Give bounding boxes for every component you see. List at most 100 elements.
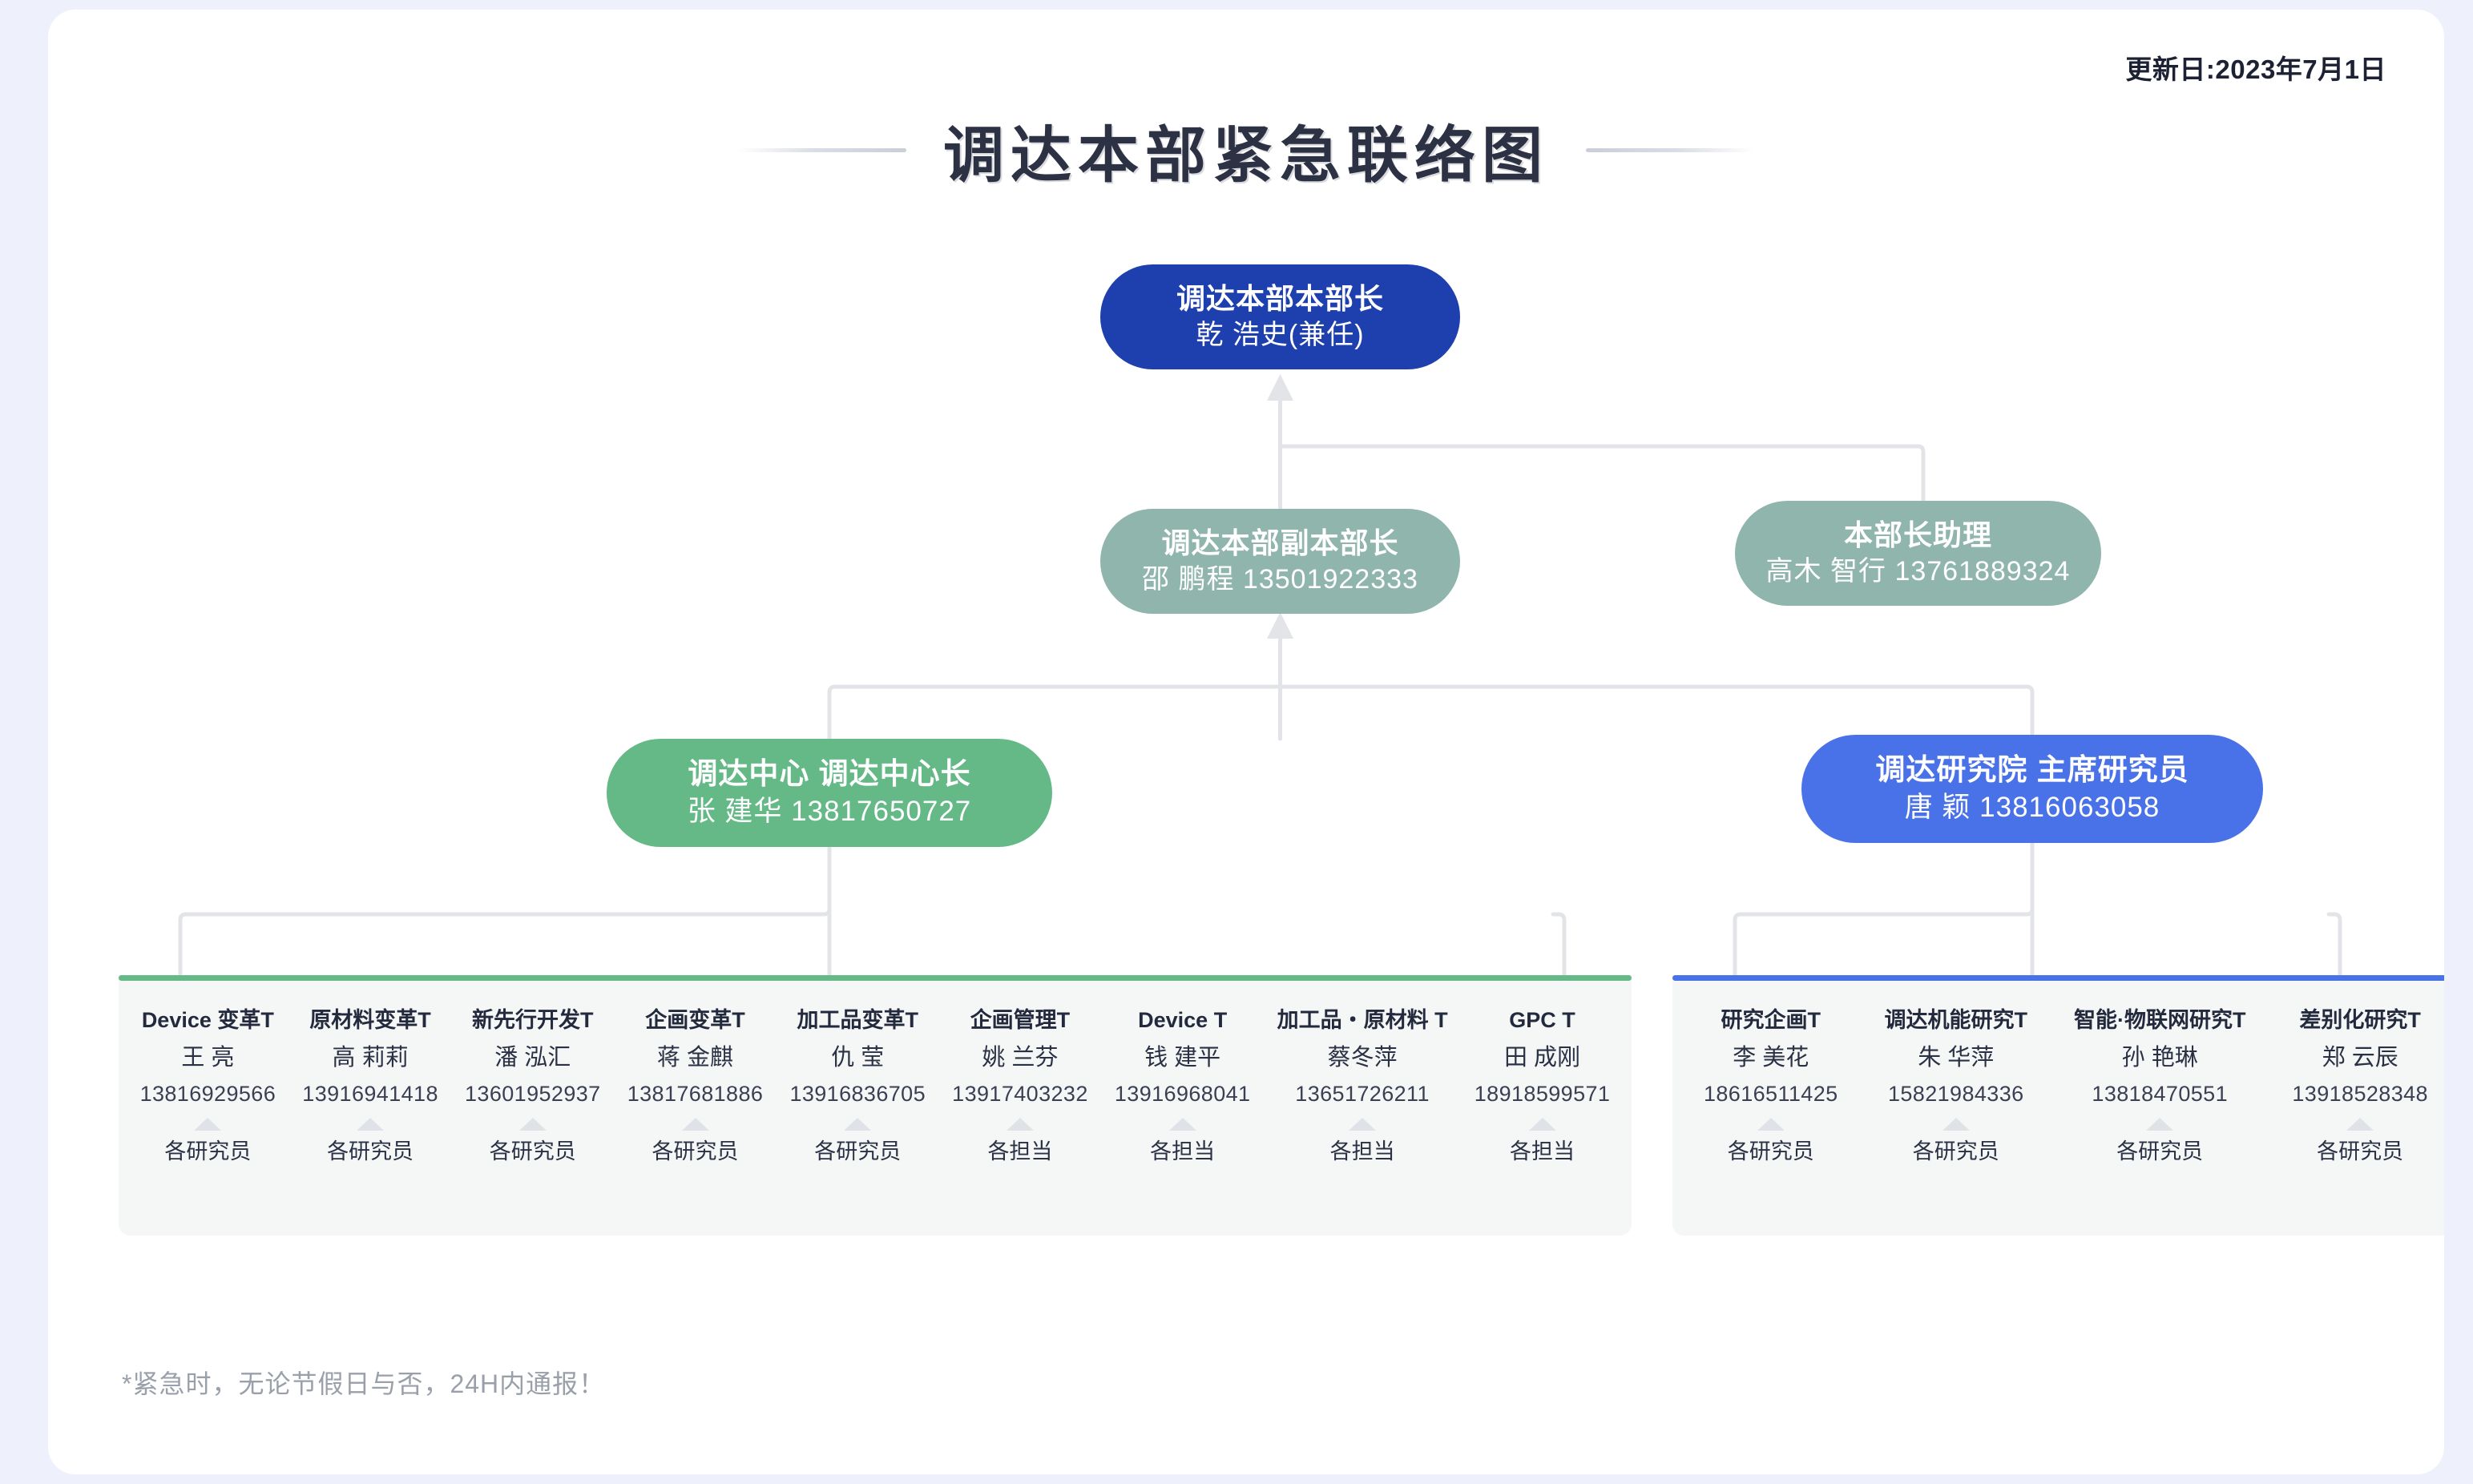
triangle-up-icon [2146, 1117, 2174, 1131]
team-contact-phone[interactable]: 13916968041 [1114, 1081, 1251, 1106]
team-contact-phone[interactable]: 13651726211 [1295, 1081, 1430, 1106]
team-contact-name: 钱 建平 [1144, 1044, 1221, 1071]
team-card[interactable]: Device T 钱 建平 13916968041 各担当 [1107, 1007, 1259, 1164]
team-card[interactable]: 研究企画T 李 美花 18616511425 各研究员 [1696, 1007, 1846, 1164]
team-card[interactable]: GPC T 田 成刚 18918599571 各担当 [1466, 1007, 1619, 1164]
team-title: 研究企画T [1721, 1008, 1821, 1032]
team-role-label: 各研究员 [652, 1139, 739, 1163]
node-deputy-director-person: 邵 鹏程 13501922333 [1142, 563, 1418, 595]
team-contact-phone[interactable]: 15821984336 [1887, 1081, 2024, 1106]
team-title: 加工品・原材料 T [1277, 1008, 1448, 1032]
node-deputy-director-title: 调达本部副本部长 [1161, 526, 1399, 560]
team-card[interactable]: 差别化研究T 郑 云辰 13918528348 各研究员 [2284, 1007, 2436, 1164]
node-deputy-director[interactable]: 调达本部副本部长 邵 鹏程 13501922333 [1100, 509, 1460, 614]
team-contact-phone[interactable]: 13916836705 [789, 1081, 926, 1106]
team-contact-phone[interactable]: 13816929566 [139, 1081, 276, 1106]
team-title: 加工品变革T [797, 1008, 918, 1032]
team-role-label: 各担当 [1150, 1139, 1216, 1163]
team-contact-name: 李 美花 [1733, 1044, 1809, 1071]
node-director-assistant[interactable]: 本部长助理 高木 智行 13761889324 [1735, 501, 2101, 606]
team-role-label: 各担当 [1329, 1139, 1395, 1163]
team-title: 原材料变革T [309, 1008, 431, 1032]
triangle-up-icon [1168, 1117, 1196, 1131]
team-card[interactable]: 新先行开发T 潘 泓汇 13601952937 各研究员 [457, 1007, 609, 1164]
team-title: 调达机能研究T [1884, 1008, 2028, 1032]
triangle-up-icon [1528, 1117, 1556, 1131]
node-procurement-center[interactable]: 调达中心 调达中心长 张 建华 13817650727 [607, 739, 1052, 847]
team-card[interactable]: 企画变革T 蒋 金麒 13817681886 各研究员 [619, 1007, 772, 1164]
team-contact-name: 仇 莹 [831, 1044, 885, 1071]
triangle-up-icon [194, 1117, 222, 1131]
team-role-label: 各研究员 [2116, 1139, 2204, 1163]
update-date-label: 更新日:2023年7月1日 [2125, 54, 2386, 84]
node-research-institute[interactable]: 调达研究院 主席研究员 唐 颖 13816063058 [1801, 735, 2263, 843]
node-research-institute-person: 唐 颖 13816063058 [1904, 791, 2160, 823]
team-contact-name: 王 亮 [181, 1044, 235, 1071]
triangle-up-icon [1757, 1117, 1785, 1131]
arrow-deputy-to-director [1267, 374, 1293, 401]
team-title: 新先行开发T [472, 1008, 594, 1032]
team-role-label: 各研究员 [1912, 1139, 1999, 1163]
team-role-label: 各研究员 [1727, 1139, 1814, 1163]
title-row: 调达本部紧急联络图 [48, 106, 2444, 194]
team-title: Device 变革T [141, 1008, 274, 1032]
triangle-up-icon [2346, 1117, 2374, 1131]
team-contact-phone[interactable]: 13601952937 [465, 1081, 601, 1106]
node-director-title: 调达本部本部长 [1176, 282, 1384, 316]
team-contact-name: 田 成刚 [1503, 1044, 1581, 1071]
team-contact-name: 高 莉莉 [332, 1044, 409, 1071]
team-title: 企画管理T [970, 1008, 1071, 1032]
triangle-up-icon [518, 1117, 547, 1131]
team-title: 企画变革T [645, 1008, 745, 1032]
team-contact-phone[interactable]: 13918528348 [2292, 1081, 2428, 1106]
team-role-label: 各担当 [987, 1139, 1053, 1163]
node-research-institute-title: 调达研究院 主席研究员 [1875, 753, 2189, 787]
team-title: Device T [1138, 1008, 1228, 1032]
team-title: 智能·物联网研究T [2073, 1008, 2246, 1032]
triangle-up-icon [681, 1117, 709, 1131]
team-contact-phone[interactable]: 13916941418 [302, 1081, 438, 1106]
team-contact-phone[interactable]: 18918599571 [1474, 1081, 1611, 1106]
team-card[interactable]: 原材料变革T 高 莉莉 13916941418 各研究员 [294, 1007, 446, 1164]
page-title: 调达本部紧急联络图 [943, 119, 1549, 191]
triangle-up-icon [357, 1117, 385, 1131]
team-role-label: 各研究员 [2317, 1139, 2404, 1163]
node-procurement-center-title: 调达中心 调达中心长 [688, 757, 971, 791]
footer-note: *紧急时，无论节假日与否，24H内通报！ [122, 1369, 606, 1398]
triangle-up-icon [1349, 1117, 1377, 1131]
node-director[interactable]: 调达本部本部长 乾 浩史(兼任) [1100, 264, 1460, 369]
team-contact-name: 潘 泓汇 [494, 1044, 571, 1071]
team-title: GPC T [1509, 1008, 1575, 1032]
team-role-label: 各担当 [1510, 1139, 1575, 1163]
team-role-label: 各研究员 [814, 1139, 902, 1163]
arrow-center-to-deputy [1267, 612, 1293, 639]
team-role-label: 各研究员 [327, 1139, 414, 1163]
team-contact-phone[interactable]: 13917403232 [952, 1081, 1088, 1106]
team-contact-phone[interactable]: 18616511425 [1703, 1081, 1838, 1106]
panel-procurement-center-teams: Device 变革T 王 亮 13816929566 各研究员 原材料变革T 高 莉莉 13… [119, 975, 1632, 1236]
node-procurement-center-person: 张 建华 13817650727 [687, 795, 972, 827]
title-rule-left-decoration [738, 147, 906, 152]
team-role-label: 各研究员 [489, 1139, 576, 1163]
team-card[interactable]: 加工品・原材料 T 蔡冬萍 13651726211 各担当 [1269, 1007, 1456, 1164]
triangle-up-icon [844, 1117, 872, 1131]
team-contact-name: 孙 艳琳 [2121, 1044, 2198, 1071]
node-director-assistant-person: 高木 智行 13761889324 [1765, 555, 2071, 587]
node-director-assistant-title: 本部长助理 [1843, 518, 1992, 552]
triangle-up-icon [1006, 1117, 1034, 1131]
team-title: 差别化研究T [2299, 1008, 2421, 1032]
team-contact-phone[interactable]: 13817681886 [627, 1081, 764, 1106]
team-contact-name: 蔡冬萍 [1327, 1044, 1398, 1071]
node-director-person: 乾 浩史(兼任) [1196, 319, 1365, 350]
team-role-label: 各研究员 [164, 1139, 252, 1163]
team-contact-name: 蒋 金麒 [656, 1044, 734, 1071]
team-card[interactable]: Device 变革T 王 亮 13816929566 各研究员 [132, 1007, 284, 1164]
team-contact-phone[interactable]: 13818470551 [2092, 1081, 2228, 1106]
team-card[interactable]: 智能·物联网研究T 孙 艳琳 13818470551 各研究员 [2066, 1007, 2253, 1164]
team-contact-name: 郑 云辰 [2322, 1044, 2398, 1071]
team-card[interactable]: 加工品变革T 仇 莹 13916836705 各研究员 [781, 1007, 934, 1164]
